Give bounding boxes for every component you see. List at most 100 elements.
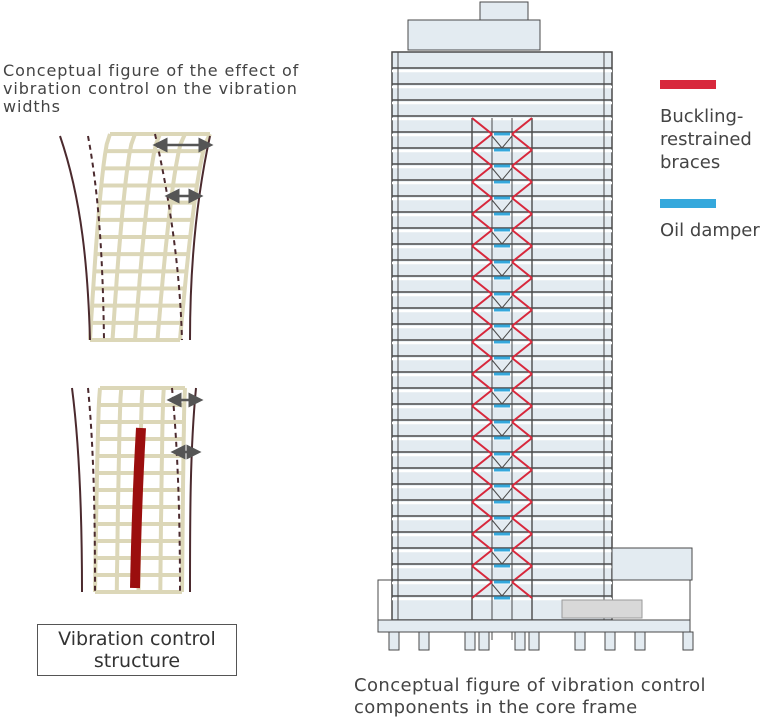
brb-diagonal bbox=[511, 405, 533, 423]
brb-diagonal bbox=[471, 229, 493, 247]
damper-core-bar bbox=[130, 427, 146, 589]
legend-oil-label: Oil damper bbox=[660, 220, 760, 241]
core-brace bbox=[501, 135, 513, 149]
brb-diagonal bbox=[511, 149, 533, 167]
brb-diagonal bbox=[511, 229, 533, 247]
vibration-control-label: Vibration control structure bbox=[58, 628, 216, 672]
brb-diagonal bbox=[471, 245, 493, 263]
core-brace bbox=[491, 231, 503, 245]
brb-diagonal bbox=[471, 293, 493, 311]
brb-diagonal bbox=[511, 581, 533, 599]
podium-annex bbox=[611, 547, 693, 581]
brb-diagonal bbox=[471, 325, 493, 343]
foundation-beam bbox=[377, 619, 691, 633]
brb-diagonal bbox=[471, 165, 493, 183]
brb-diagonal bbox=[511, 389, 533, 407]
brb-diagonal bbox=[471, 453, 493, 471]
rooftop-frame bbox=[407, 19, 541, 51]
brb-diagonal bbox=[511, 565, 533, 583]
core-brace bbox=[491, 359, 503, 373]
brb-diagonal bbox=[471, 581, 493, 599]
brb-diagonal bbox=[471, 373, 493, 391]
core-brace bbox=[491, 199, 503, 213]
brb-diagonal bbox=[511, 485, 533, 503]
brb-diagonal bbox=[511, 517, 533, 535]
foundation-pile bbox=[464, 631, 476, 651]
core-brace bbox=[491, 327, 503, 341]
outer-envelope-right bbox=[189, 135, 211, 341]
brb-diagonal bbox=[511, 341, 533, 359]
core-brace bbox=[491, 263, 503, 277]
foundation-pile bbox=[478, 631, 490, 651]
core-frame bbox=[377, 1, 694, 651]
podium-slab bbox=[561, 599, 643, 619]
core-brace bbox=[501, 455, 513, 469]
right-figure-caption: Conceptual figure of vibration control c… bbox=[354, 675, 706, 718]
brb-diagonal bbox=[471, 485, 493, 503]
core-brace bbox=[491, 583, 503, 597]
foundation-pile bbox=[418, 631, 430, 651]
brb-diagonal bbox=[511, 133, 533, 151]
foundation-pile bbox=[528, 631, 540, 651]
brb-diagonal bbox=[511, 165, 533, 183]
brb-diagonal bbox=[511, 549, 533, 567]
brb-diagonal bbox=[511, 261, 533, 279]
brb-diagonal bbox=[511, 117, 533, 135]
core-brace bbox=[491, 135, 503, 149]
core-brace bbox=[501, 199, 513, 213]
core-brace bbox=[501, 359, 513, 373]
brb-diagonal bbox=[471, 469, 493, 487]
foundation-pile bbox=[682, 631, 694, 651]
core-brace bbox=[501, 551, 513, 565]
brb-diagonal bbox=[511, 293, 533, 311]
brb-diagonal bbox=[471, 405, 493, 423]
brb-diagonal bbox=[511, 437, 533, 455]
core-brace bbox=[501, 391, 513, 405]
outer-envelope-left-2 bbox=[71, 387, 83, 593]
brb-diagonal bbox=[511, 181, 533, 199]
core-brace bbox=[501, 167, 513, 181]
legend-brb-swatch bbox=[660, 80, 716, 89]
brb-diagonal bbox=[511, 245, 533, 263]
core-brace bbox=[501, 519, 513, 533]
brb-diagonal bbox=[471, 133, 493, 151]
brb-diagonal bbox=[511, 325, 533, 343]
rooftop-penthouse bbox=[479, 1, 529, 21]
rest-position-right bbox=[154, 133, 183, 341]
brb-diagonal bbox=[471, 277, 493, 295]
brb-diagonal bbox=[471, 341, 493, 359]
foundation-pile bbox=[514, 631, 526, 651]
core-brace bbox=[501, 487, 513, 501]
brb-diagonal bbox=[471, 437, 493, 455]
core-brace bbox=[491, 455, 503, 469]
brb-diagonal bbox=[471, 549, 493, 567]
legend-oil-swatch bbox=[660, 199, 716, 208]
core-brace bbox=[491, 391, 503, 405]
brb-diagonal bbox=[511, 309, 533, 327]
rest-position-left bbox=[87, 135, 105, 341]
core-brace bbox=[491, 167, 503, 181]
brb-diagonal bbox=[471, 181, 493, 199]
tower-outline bbox=[391, 51, 613, 621]
foundation-pile bbox=[604, 631, 616, 651]
brb-diagonal bbox=[471, 213, 493, 231]
core-brace bbox=[491, 551, 503, 565]
brb-diagonal bbox=[471, 421, 493, 439]
brb-diagonal bbox=[511, 421, 533, 439]
brb-diagonal bbox=[511, 373, 533, 391]
core-brace bbox=[491, 487, 503, 501]
brb-diagonal bbox=[511, 197, 533, 215]
brb-diagonal bbox=[471, 565, 493, 583]
brb-diagonal bbox=[511, 277, 533, 295]
vibration-control-label-box: Vibration control structure bbox=[37, 624, 237, 676]
brb-diagonal bbox=[511, 213, 533, 231]
brb-diagonal bbox=[471, 389, 493, 407]
core-brace bbox=[501, 583, 513, 597]
core-brace bbox=[491, 295, 503, 309]
core-brace bbox=[501, 263, 513, 277]
legend-brb-label: Buckling-restrained braces bbox=[660, 106, 752, 173]
brb-diagonal bbox=[471, 197, 493, 215]
core-brace bbox=[501, 423, 513, 437]
core-brace bbox=[501, 327, 513, 341]
